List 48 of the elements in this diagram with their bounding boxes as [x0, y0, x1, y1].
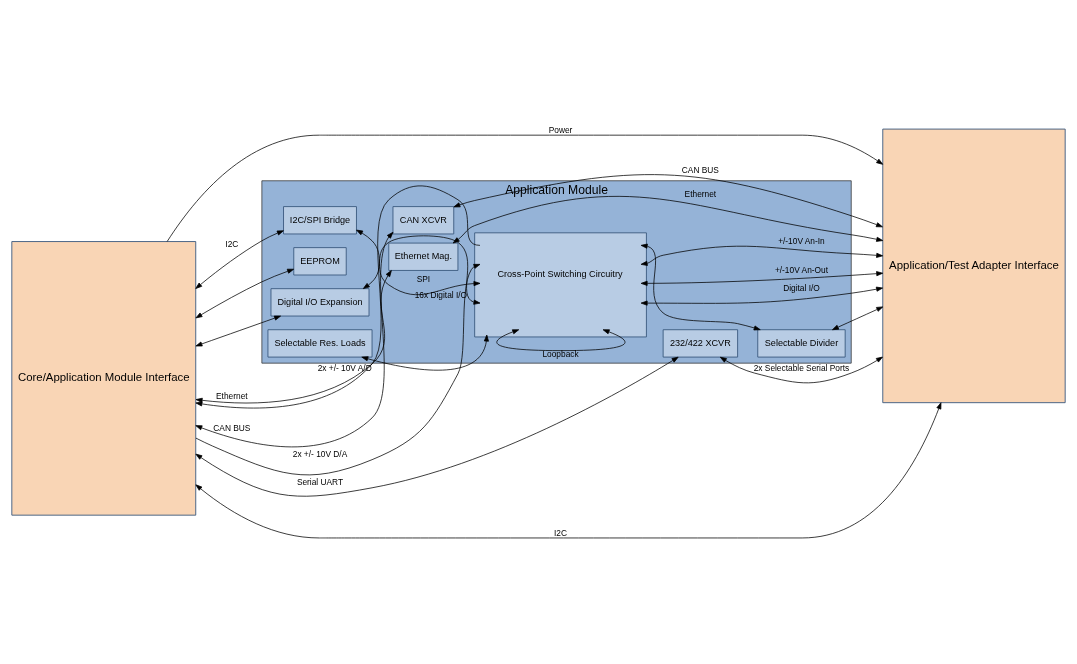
arrow — [195, 231, 394, 448]
arrow — [453, 174, 883, 228]
edge-label: 2x +/- 10V A/D — [317, 362, 372, 373]
arrow — [640, 286, 883, 306]
arrow — [452, 196, 884, 244]
node-box: Application/Test Adapter Interface — [882, 128, 1066, 404]
edge-label: Loopback — [542, 349, 579, 360]
arrow — [166, 134, 884, 242]
node-box: I2C/SPI Bridge — [283, 206, 357, 235]
edge-label: Digital I/O — [783, 282, 820, 293]
arrow — [195, 356, 679, 497]
arrow — [356, 229, 481, 296]
node-box: 232/422 XCVR — [662, 329, 739, 358]
arrow — [719, 356, 883, 384]
arrow — [640, 245, 884, 266]
edge-label: Ethernet — [684, 189, 717, 200]
edge-label: 2x +/- 10V D/A — [292, 449, 348, 460]
node-box: Selectable Res. Loads — [267, 329, 373, 358]
arrow — [496, 329, 626, 351]
arrow — [195, 315, 281, 347]
arrow — [640, 243, 761, 331]
arrow — [195, 268, 294, 319]
edge-label: 2x Selectable Serial Ports — [753, 362, 850, 373]
edge-label: CAN BUS — [213, 422, 251, 433]
edge-label: +/-10V An-In — [778, 236, 825, 247]
arrow — [640, 271, 884, 286]
arrow — [832, 306, 884, 331]
arrow — [361, 334, 489, 371]
edge-label: I2C — [554, 527, 568, 538]
arrow — [195, 263, 481, 476]
edge-label: SPI — [416, 274, 431, 285]
node-box: Selectable Divider — [757, 329, 846, 358]
arrow — [195, 270, 392, 404]
edge-label: Power — [548, 124, 573, 135]
edge-label: Serial UART — [296, 477, 344, 488]
edge-label: +/-10V An-Out — [774, 265, 829, 276]
arrow — [195, 402, 942, 539]
edge-label: Ethernet — [216, 391, 248, 402]
edge-label: CAN BUS — [681, 165, 719, 176]
node-box: CAN XCVR — [392, 206, 455, 235]
arrow — [195, 185, 481, 409]
node-box: Core/Application Module Interface — [11, 241, 197, 516]
node-box: Digital I/O Expansion — [270, 288, 370, 317]
arrow — [195, 230, 284, 289]
arrow — [362, 235, 481, 305]
node-box: EEPROM — [293, 247, 347, 276]
edge-label: I2C — [225, 239, 239, 250]
node-box: Ethernet Mag. — [388, 242, 459, 271]
